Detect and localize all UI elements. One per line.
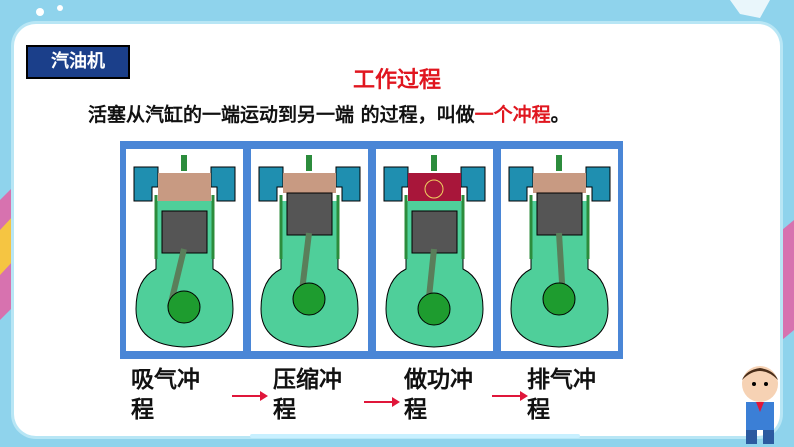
- description-text: 活塞从汽缸的一端运动到另一端 的过程，叫做一个冲程。: [88, 100, 570, 127]
- stroke-label-compression: 压缩冲 程: [273, 365, 342, 425]
- stroke-label-compression-line2: 程: [273, 397, 296, 423]
- engine-exhaust: [501, 149, 618, 351]
- description-part1: 活塞从汽缸的一端运动到另一端 的过程，叫做: [88, 104, 475, 126]
- section-tag: 汽油机: [26, 45, 130, 79]
- description-highlight: 一个冲程: [474, 104, 551, 126]
- slide-title: 工作过程: [352, 68, 441, 93]
- engine-exhaust-illustration: [508, 155, 611, 348]
- arrow-icon-1: [232, 391, 268, 401]
- stroke-label-intake: 吸气冲 程: [131, 365, 200, 425]
- engine-diagram-panel: [120, 141, 623, 359]
- engine-intake: [126, 149, 243, 351]
- stroke-label-power-line2: 程: [404, 397, 427, 423]
- stroke-label-power: 做功冲 程: [404, 365, 473, 425]
- description-part2: 。: [550, 104, 570, 126]
- stroke-label-intake-line1: 吸气冲: [131, 367, 200, 393]
- stroke-label-exhaust-line1: 排气冲: [527, 367, 596, 393]
- stroke-label-exhaust: 排气冲 程: [527, 365, 596, 425]
- engine-power-illustration: [383, 155, 486, 348]
- stroke-label-exhaust-line2: 程: [527, 397, 550, 423]
- stroke-label-intake-line2: 程: [131, 397, 154, 423]
- stroke-label-compression-line1: 压缩冲: [273, 367, 342, 393]
- cartoon-boy-icon: [742, 366, 778, 444]
- engine-compression-illustration: [258, 155, 361, 348]
- engine-compression: [251, 149, 368, 351]
- arrow-icon-2: [364, 397, 400, 407]
- engine-intake-illustration: [133, 155, 236, 348]
- bottom-decoration: [250, 434, 580, 438]
- engine-power: [376, 149, 493, 351]
- stroke-label-power-line1: 做功冲: [404, 367, 473, 393]
- arrow-icon-3: [492, 391, 528, 401]
